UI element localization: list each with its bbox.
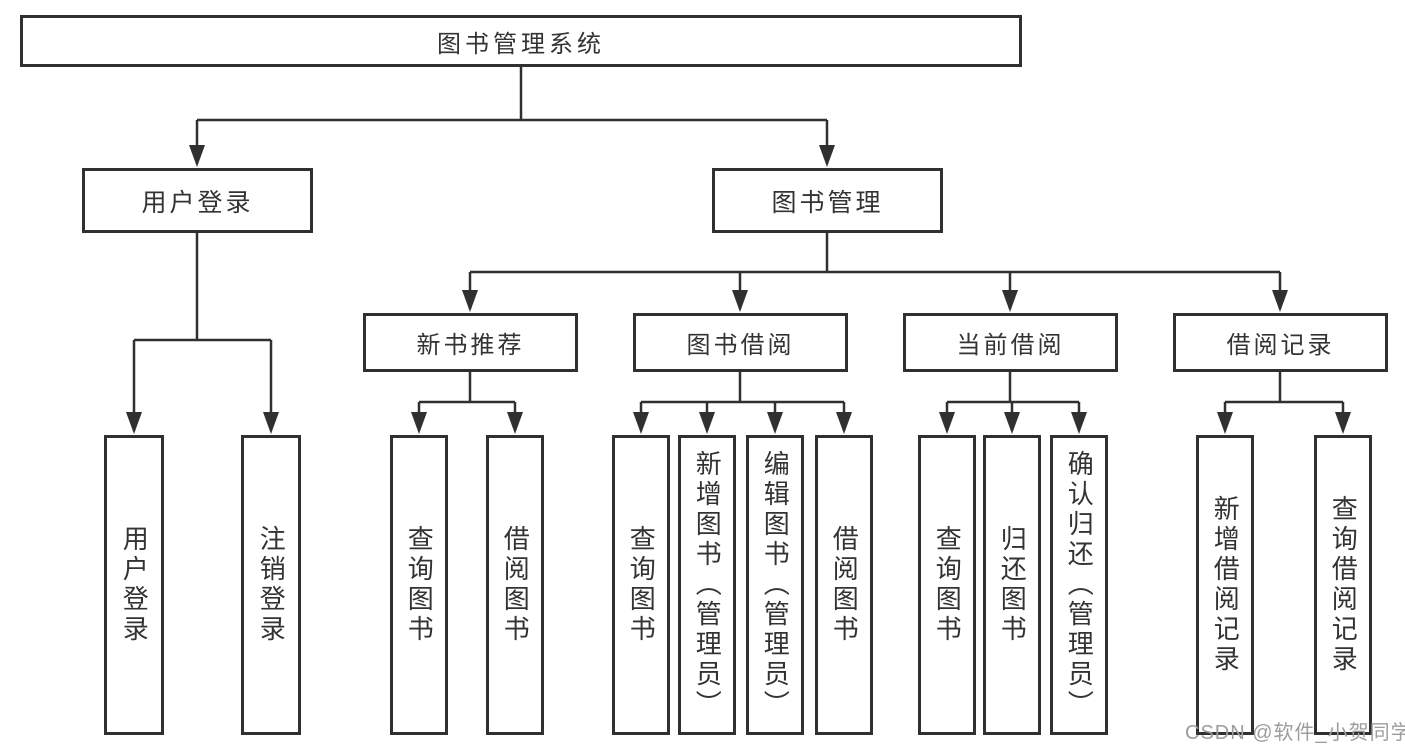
leaf-query-borrow-record: 查询借阅记录: [1314, 435, 1372, 735]
node-library-management-system: 图书管理系统: [20, 15, 1022, 67]
node-label: 用户登录: [141, 188, 254, 217]
leaf-label: 新增图书（管理员）: [692, 450, 723, 720]
arrowhead-icons: [126, 145, 1351, 434]
leaf-label: 借阅图书: [829, 525, 860, 645]
node-label: 当前借阅: [956, 332, 1065, 359]
node-borrow-records: 借阅记录: [1173, 313, 1388, 372]
leaf-borrow-books-recommend: 借阅图书: [486, 435, 544, 735]
node-current-borrow: 当前借阅: [903, 313, 1118, 372]
leaf-label: 查询图书: [404, 525, 435, 645]
node-book-management: 图书管理: [712, 168, 943, 233]
leaf-user-login: 用户登录: [104, 435, 164, 735]
leaf-return-books: 归还图书: [983, 435, 1041, 735]
node-label: 借阅记录: [1226, 332, 1335, 359]
watermark: CSDN @软件_小贺同学: [1185, 722, 1405, 744]
node-book-borrow: 图书借阅: [633, 313, 848, 372]
leaf-label: 归还图书: [997, 525, 1028, 645]
leaf-query-books-borrow: 查询图书: [612, 435, 670, 735]
leaf-label: 查询借阅记录: [1328, 495, 1359, 675]
node-user-login: 用户登录: [82, 168, 313, 233]
leaf-add-books-admin: 新增图书（管理员）: [678, 435, 736, 735]
leaf-label: 用户登录: [119, 525, 150, 645]
node-label: 图书借阅: [686, 332, 795, 359]
leaf-add-borrow-record: 新增借阅记录: [1196, 435, 1254, 735]
node-label: 图书管理: [771, 188, 884, 217]
leaf-label: 查询图书: [626, 525, 657, 645]
node-new-book-recommend: 新书推荐: [363, 313, 578, 372]
leaf-logout: 注销登录: [241, 435, 301, 735]
leaf-query-books-recommend: 查询图书: [390, 435, 448, 735]
leaf-label: 注销登录: [256, 525, 287, 645]
node-label: 图书管理系统: [437, 30, 605, 58]
leaf-borrow-books: 借阅图书: [815, 435, 873, 735]
leaf-label: 编辑图书（管理员）: [760, 450, 791, 720]
leaf-label: 借阅图书: [500, 525, 531, 645]
leaf-edit-books-admin: 编辑图书（管理员）: [746, 435, 804, 735]
leaf-label: 新增借阅记录: [1210, 495, 1241, 675]
leaf-query-books-current: 查询图书: [918, 435, 976, 735]
leaf-confirm-return-admin: 确认归还（管理员）: [1050, 435, 1108, 735]
node-label: 新书推荐: [416, 332, 525, 359]
leaf-label: 确认归还（管理员）: [1064, 450, 1095, 720]
leaf-label: 查询图书: [932, 525, 963, 645]
